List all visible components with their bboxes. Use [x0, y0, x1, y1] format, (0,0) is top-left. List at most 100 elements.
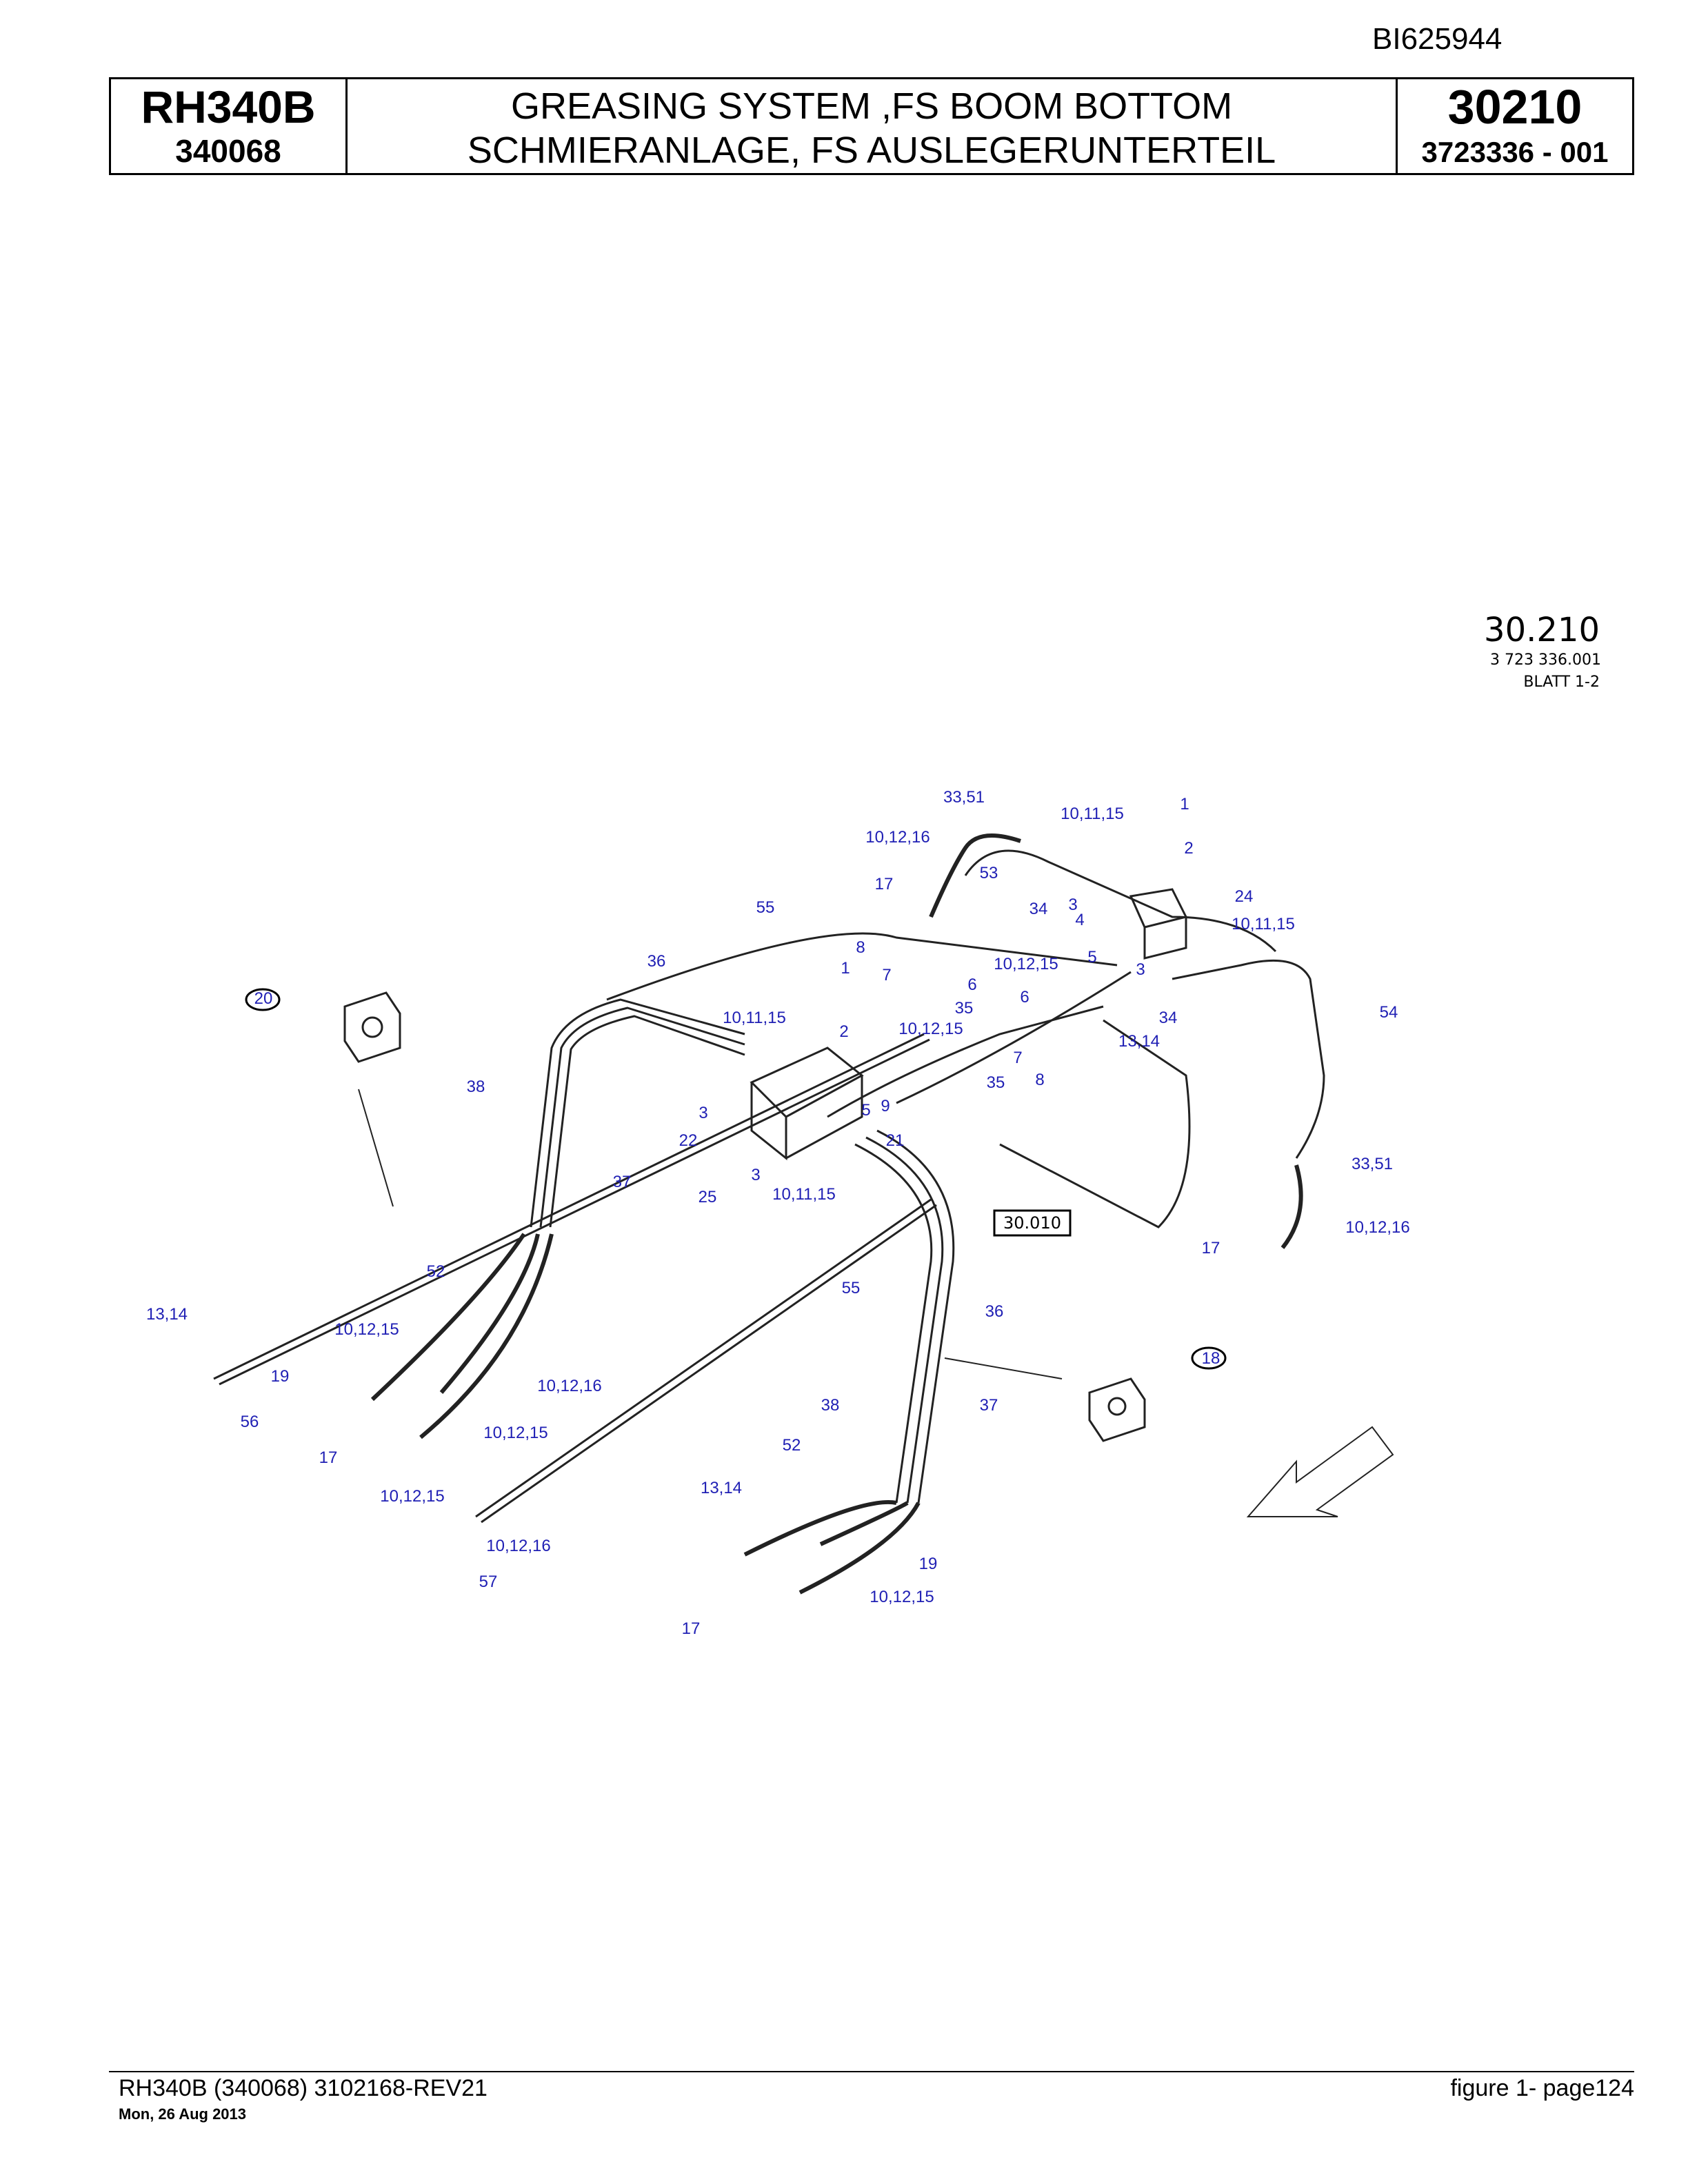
- section-cell: 30210 3723336 - 001: [1398, 79, 1632, 173]
- callout-label: 18: [1202, 1349, 1220, 1368]
- hose-52-left-3: [419, 1233, 554, 1439]
- pipework: [213, 833, 1394, 1595]
- clamp-18: [1088, 1377, 1146, 1442]
- pipe-rear-1: [606, 932, 1118, 1001]
- callout-label: 6: [967, 975, 976, 994]
- stamp-sheet: BLATT 1-2: [1523, 674, 1600, 691]
- title-cell: GREASING SYSTEM ,FS BOOM BOTTOM SCHMIERA…: [348, 79, 1398, 173]
- callout-label: 8: [1035, 1071, 1044, 1089]
- callout-label: 33,51: [943, 788, 985, 807]
- callout-label: 10,11,15: [1232, 915, 1295, 933]
- callout-label: 33,51: [1352, 1155, 1393, 1173]
- callout-label: 9: [881, 1097, 890, 1115]
- callout-label: 53: [980, 864, 998, 882]
- hose-52-right-2: [819, 1501, 909, 1546]
- document-id: BI625944: [1372, 22, 1503, 56]
- section-number: 30210: [1447, 80, 1582, 134]
- footer-date: Mon, 26 Aug 2013: [119, 2105, 247, 2123]
- callout-label: 10,12,16: [486, 1537, 550, 1555]
- clamp-18-bore: [1107, 1397, 1127, 1416]
- upper-block-side: [1143, 917, 1187, 960]
- callout-label: 6: [1020, 988, 1029, 1007]
- callout-label: 36: [647, 952, 666, 971]
- pipe-left-bundle-2: [539, 1007, 745, 1228]
- hose-33-51-top: [929, 833, 1021, 918]
- pin-right: [944, 1357, 1063, 1379]
- callout-label: 55: [842, 1279, 861, 1297]
- callout-label: 3: [1068, 896, 1077, 914]
- callout-label: 4: [1075, 911, 1084, 929]
- hose-52-left-2: [439, 1233, 540, 1394]
- callout-label: 10,11,15: [772, 1185, 836, 1204]
- callout-label: 25: [699, 1188, 717, 1206]
- callout-label: 37: [613, 1173, 632, 1191]
- callout-label: 3: [751, 1166, 760, 1184]
- callout-label: 10,11,15: [723, 1009, 786, 1027]
- callout-label: 7: [1013, 1049, 1022, 1067]
- callout-label: 10,12,15: [898, 1020, 963, 1038]
- hose-52-right-1: [743, 1499, 897, 1557]
- pipe-right-bundle-2: [865, 1136, 944, 1504]
- callout-label: 10,11,15: [1061, 805, 1124, 823]
- callout-label: 38: [821, 1396, 840, 1415]
- clamp-20: [343, 991, 401, 1063]
- callout-label: 7: [882, 966, 891, 984]
- clamp-20-bore: [361, 1016, 383, 1038]
- callout-label: 17: [1202, 1239, 1220, 1257]
- callout-label: 10,12,15: [870, 1588, 934, 1606]
- callout-label: 3: [1136, 960, 1145, 979]
- callout-label: 57: [479, 1573, 498, 1591]
- pipe-right-bundle-1: [854, 1143, 933, 1504]
- callout-label: 52: [427, 1262, 445, 1281]
- pipe-54: [1172, 959, 1325, 1159]
- direction-arrow: [1246, 1426, 1394, 1517]
- callout-label: 35: [987, 1073, 1005, 1092]
- pipe-55-mid-b: [481, 1204, 937, 1524]
- reference-box-label: 30.010: [1003, 1213, 1061, 1233]
- callout-label: 17: [682, 1619, 701, 1638]
- title-german: SCHMIERANLAGE, FS AUSLEGERUNTERTEIL: [467, 130, 1276, 171]
- pipe-55-mid: [475, 1198, 932, 1518]
- callout-label: 10,12,15: [483, 1424, 547, 1442]
- callout-label: 13,14: [1118, 1032, 1160, 1051]
- model-name: RH340B: [141, 81, 316, 132]
- callout-label: 34: [1159, 1009, 1178, 1027]
- callout-label: 2: [1184, 839, 1193, 858]
- callout-label: 54: [1380, 1003, 1398, 1022]
- pin-left: [358, 1089, 394, 1207]
- callout-label: 10,12,15: [334, 1320, 399, 1339]
- callout-label: 20: [254, 989, 273, 1008]
- callout-label: 10,12,15: [380, 1487, 444, 1506]
- callout-label: 17: [319, 1448, 338, 1467]
- callout-label: 1: [1180, 795, 1189, 813]
- title-block: RH340B 340068 GREASING SYSTEM ,FS BOOM B…: [109, 77, 1634, 175]
- model-cell: RH340B 340068: [111, 79, 348, 173]
- pipe-55-front: [213, 1033, 925, 1380]
- callout-label: 3: [699, 1104, 707, 1122]
- callout-label: 34: [1029, 900, 1048, 918]
- hose-33-51-right: [1280, 1164, 1303, 1249]
- callout-label: 38: [467, 1078, 485, 1096]
- title-english: GREASING SYSTEM ,FS BOOM BOTTOM: [510, 85, 1233, 127]
- pipe-rear-2: [964, 849, 1277, 953]
- callout-label: 19: [919, 1555, 938, 1573]
- callout-label: 21: [886, 1131, 905, 1150]
- pipe-right-bundle-3: [876, 1129, 955, 1504]
- callout-label: 5: [861, 1101, 870, 1120]
- hose-52-left-1: [370, 1233, 526, 1402]
- pipe-55-front-b: [219, 1038, 930, 1386]
- reference-box: [993, 1209, 1072, 1237]
- callout-label: 17: [875, 875, 894, 893]
- stamp-number: 30.210: [1484, 611, 1600, 649]
- callout-label: 10,12,16: [1345, 1218, 1409, 1237]
- callout-label: 2: [839, 1022, 848, 1041]
- pipe-34: [896, 971, 1132, 1104]
- callout-label: 22: [679, 1131, 698, 1150]
- callout-label: 5: [1087, 948, 1096, 967]
- callout-label: 24: [1235, 887, 1254, 906]
- footer-document-ref: RH340B (340068) 3102168-REV21: [119, 2075, 488, 2101]
- callout-label: 1: [841, 959, 850, 978]
- callout-label: 10,12,15: [994, 955, 1058, 973]
